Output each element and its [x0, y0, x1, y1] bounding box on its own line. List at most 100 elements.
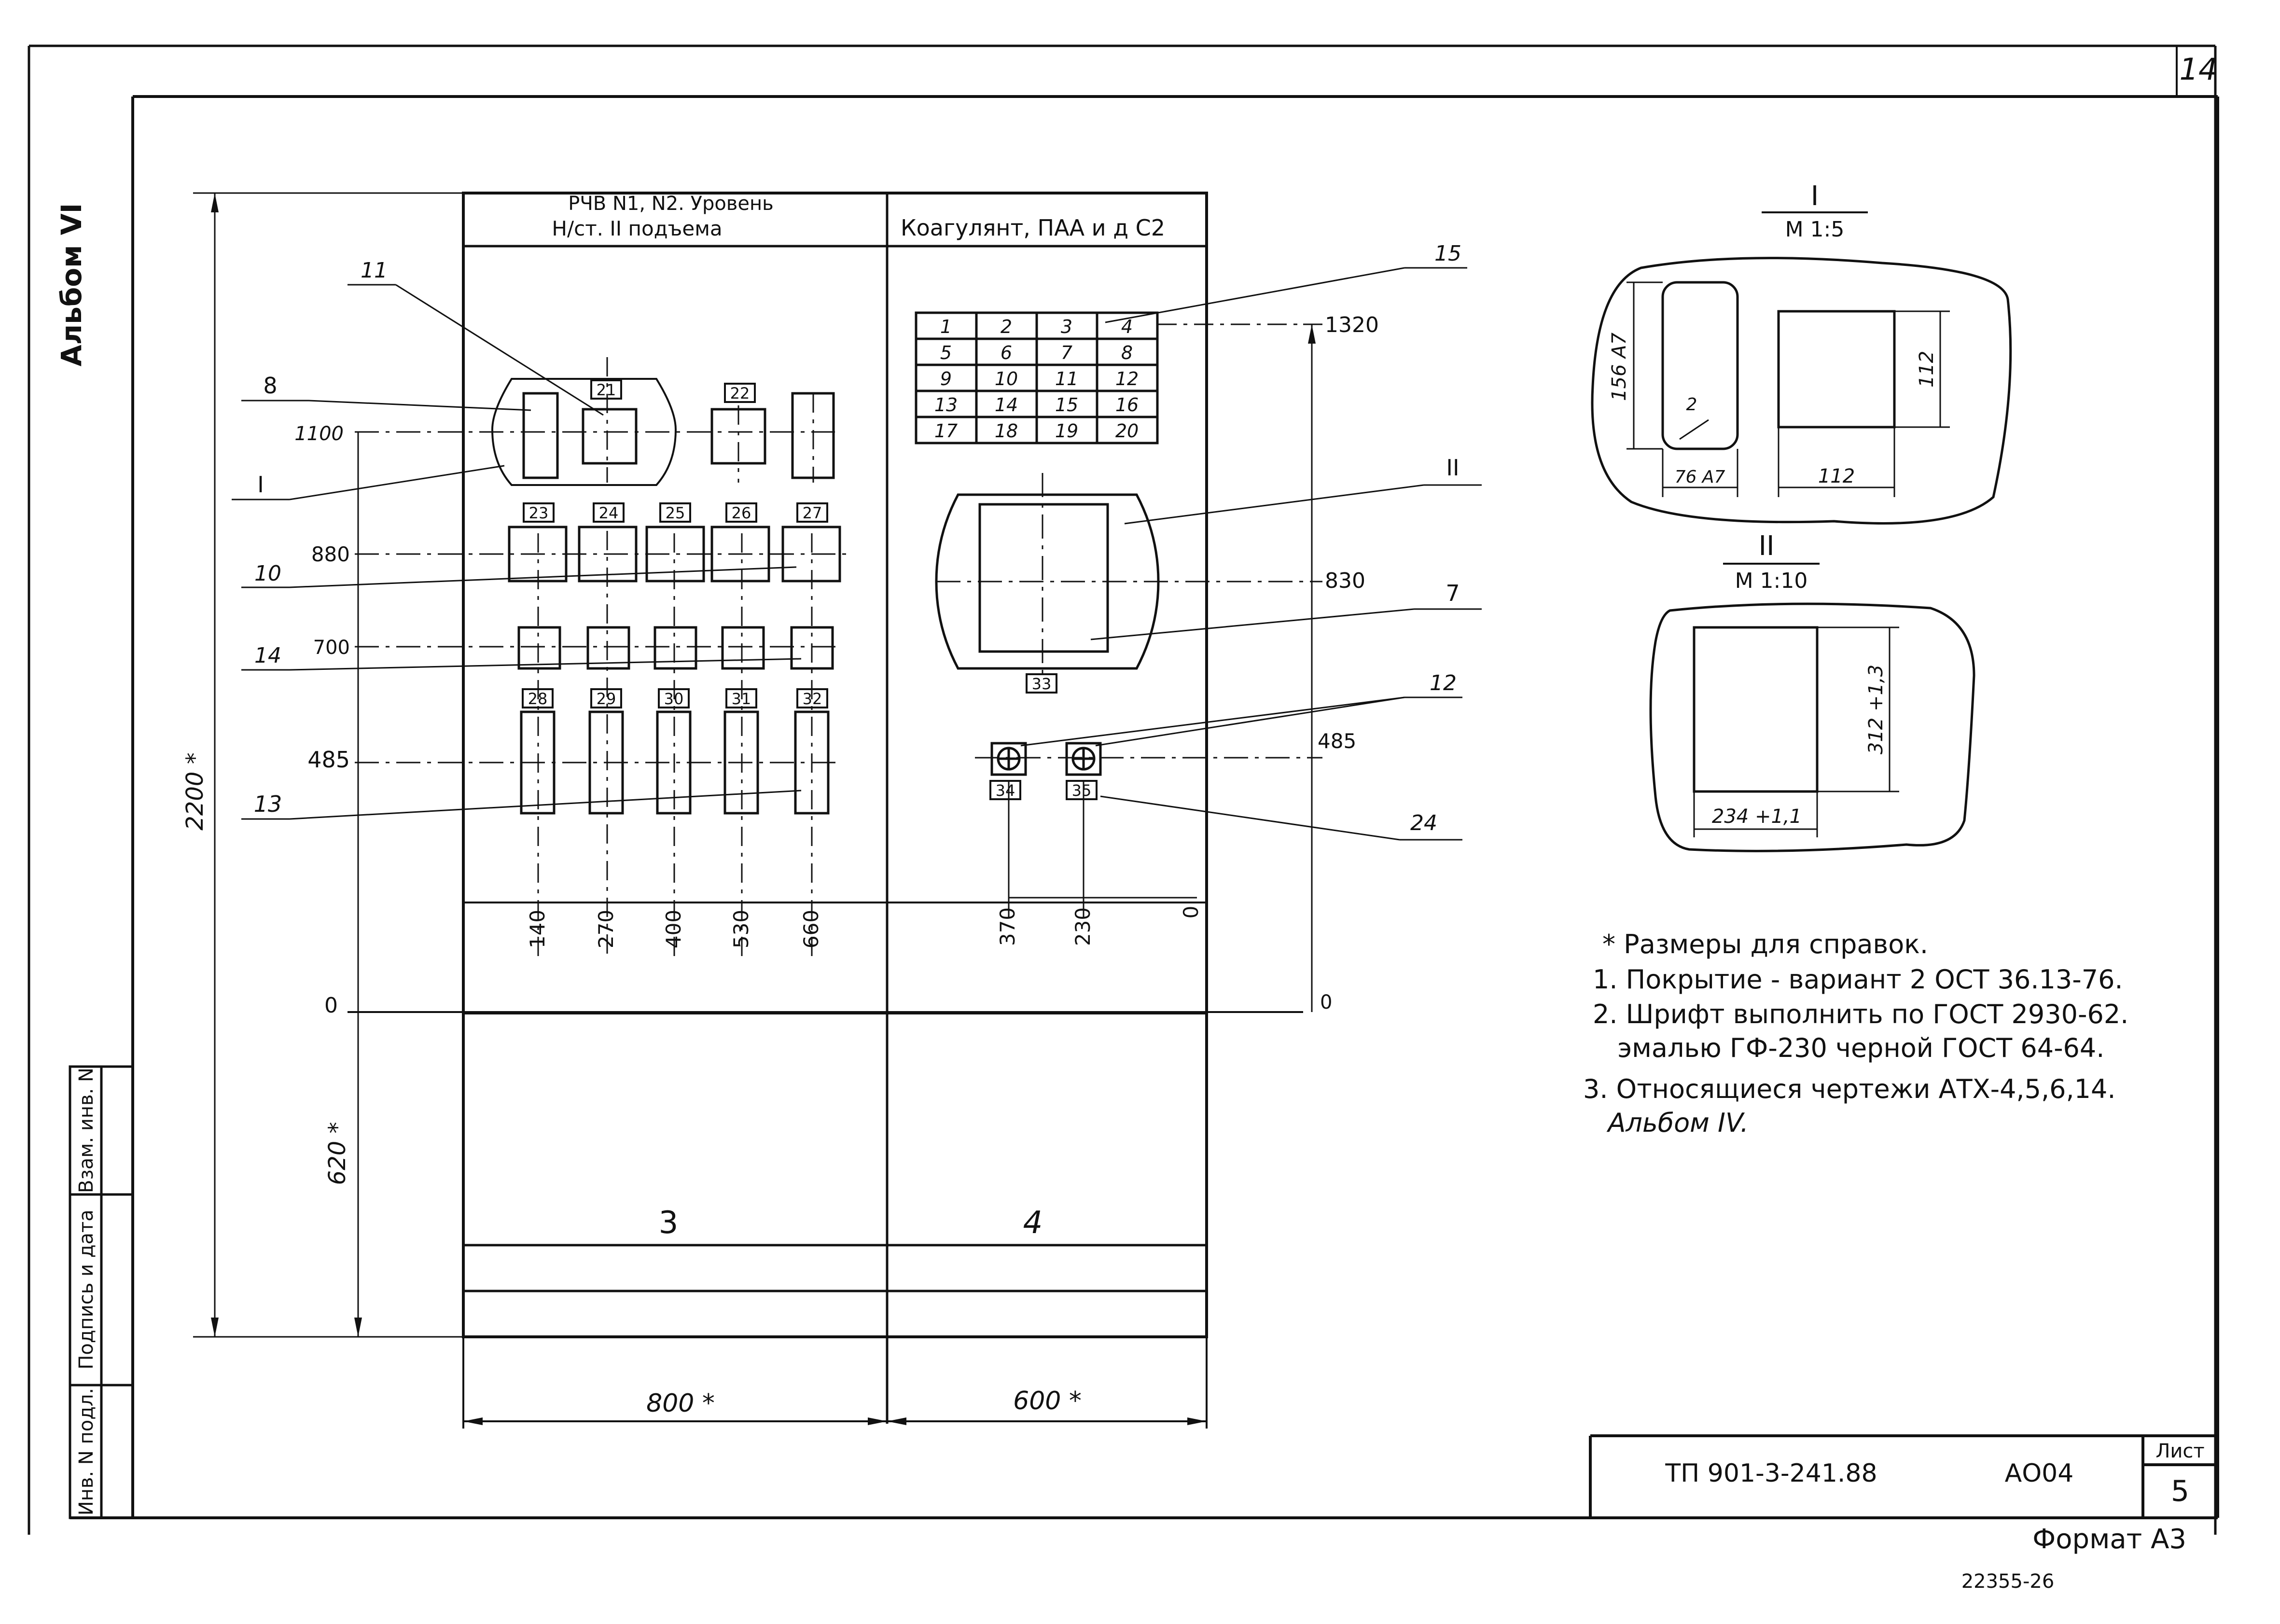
- bottom-label-4: 4: [1023, 1205, 1043, 1241]
- dim-485-left: 485: [307, 747, 350, 773]
- bottom-label-3: 3: [659, 1205, 679, 1241]
- detail-I-scale: М 1:5: [1785, 217, 1845, 242]
- x-dim-660: 660: [799, 910, 823, 948]
- x-dim-370: 370: [996, 907, 1019, 946]
- title-code: ТП 901-3-241.88: [1665, 1459, 1877, 1488]
- detail-I-width: 76 А7: [1675, 467, 1725, 487]
- grid-cell: 19: [1055, 420, 1078, 442]
- detail-I-cutout-right: [1777, 310, 1896, 429]
- dim-485-right: 485: [1318, 729, 1356, 753]
- side-table-replace: Взам. инв. N: [75, 1068, 97, 1193]
- tag-28: 28: [528, 690, 548, 708]
- grid-cell: 18: [995, 420, 1018, 442]
- dim-total-height: [193, 192, 463, 1338]
- tag-32: 32: [803, 690, 822, 708]
- callout-8: 8: [263, 373, 277, 399]
- side-table-inv: Инв. N подл.: [75, 1388, 97, 1515]
- signal-grid: [915, 311, 1159, 444]
- detail-II-title: II: [1758, 530, 1774, 562]
- detail-I-title: I: [1811, 180, 1819, 212]
- grid-cell: 6: [1001, 342, 1012, 363]
- width-600: 600 *: [1013, 1387, 1082, 1416]
- format-label: Формат А3: [2032, 1524, 2186, 1555]
- detail-I-outline: [1591, 257, 2012, 525]
- grid-cell: 5: [940, 342, 952, 363]
- tag-29: 29: [597, 690, 616, 708]
- round-indicators: [990, 742, 1102, 776]
- left-header-line2: Н/ст. II подъема: [552, 217, 722, 240]
- tag-23: 23: [529, 504, 549, 522]
- title-block: [1589, 1434, 2218, 1518]
- sheet-frame: [28, 44, 2219, 1535]
- grid-cell: 8: [1121, 342, 1133, 363]
- dim-0-right: 0: [1320, 991, 1332, 1013]
- row-485-elements: [520, 710, 830, 815]
- grid-cell: 20: [1115, 420, 1139, 442]
- detail-I-height: 156 А7: [1608, 333, 1630, 401]
- grid-cell: 14: [995, 394, 1018, 416]
- sheet-corner-number: 14: [2180, 52, 2218, 87]
- callout-7: 7: [1446, 580, 1460, 606]
- tag-boxes: [522, 379, 1098, 800]
- side-album-label: Альбом VI: [55, 203, 88, 366]
- detail-II-height: 312 +1,3: [1865, 665, 1887, 754]
- detail-II-scale: М 1:10: [1735, 569, 1808, 593]
- detail-II-outline: [1649, 602, 1975, 852]
- note-3: эмалью ГФ-230 черной ГОСТ 64-64.: [1593, 1033, 2104, 1063]
- dim-1320: 1320: [1325, 313, 1379, 337]
- grid-cell: 3: [1061, 316, 1072, 337]
- dim-700: 700: [313, 637, 350, 659]
- callout-15: 15: [1434, 241, 1461, 266]
- grid-cell: 17: [934, 420, 958, 442]
- detail-I-radius: 2: [1686, 395, 1697, 415]
- callout-leaders-left: [232, 284, 802, 820]
- dim-total-label: 2200 *: [181, 752, 209, 830]
- callout-10: 10: [254, 561, 281, 586]
- dim-0-left: 0: [324, 993, 338, 1018]
- footer-stamp: 22355-26: [1961, 1570, 2055, 1593]
- grid-cell: 11: [1055, 368, 1078, 389]
- tag-27: 27: [803, 504, 822, 522]
- tag-22: 22: [730, 384, 750, 403]
- callout-leaders-right: [1020, 267, 1482, 841]
- tag-33: 33: [1032, 675, 1052, 693]
- tag-35: 35: [1072, 781, 1092, 800]
- x-dim-400: 400: [662, 910, 685, 948]
- note-4: 3. Относящиеся чертежи АТХ-4,5,6,14.: [1583, 1074, 2116, 1104]
- tag-34: 34: [996, 781, 1015, 800]
- callout-12: 12: [1430, 671, 1457, 695]
- level-lines-right: [936, 323, 1322, 1012]
- callout-13: 13: [254, 791, 282, 817]
- tag-24: 24: [599, 504, 619, 522]
- tag-31: 31: [732, 690, 751, 708]
- note-2: 2. Шрифт выполнить по ГОСТ 2930-62.: [1593, 999, 2128, 1029]
- callout-II: II: [1446, 455, 1459, 481]
- tag-21: 21: [597, 381, 616, 399]
- x-dim-140: 140: [526, 910, 549, 948]
- side-table-signature: Подпись и дата: [75, 1209, 97, 1369]
- left-header-line1: РЧВ N1, N2. Уровень: [568, 193, 773, 215]
- dim-880: 880: [311, 542, 350, 566]
- x-dim-lines-left: [463, 357, 830, 960]
- callout-11: 11: [361, 258, 388, 283]
- x-dim-530: 530: [729, 910, 753, 948]
- dim-1100: 1100: [294, 423, 344, 445]
- callout-14: 14: [254, 643, 281, 668]
- tag-30: 30: [664, 690, 684, 708]
- detail-I-sq-height: 112: [1916, 351, 1938, 388]
- row-700-elements: [517, 626, 834, 670]
- title-sheet-label: Лист: [2155, 1440, 2204, 1462]
- title-mark: АО04: [2005, 1459, 2074, 1488]
- row-1100-elements: [522, 392, 835, 479]
- detail-I-cutout-left: [1661, 281, 1739, 450]
- dim-width-line: [463, 1417, 1207, 1425]
- detail-I-dims: [1627, 281, 1950, 497]
- x-dim-0: 0: [1179, 906, 1203, 919]
- grid-cell: 1: [940, 316, 952, 337]
- x-dim-230: 230: [1071, 907, 1095, 946]
- tag-25: 25: [666, 504, 685, 522]
- detail-I-sq-width: 112: [1818, 465, 1855, 487]
- grid-cell: 9: [940, 368, 952, 389]
- side-stamp-table: [69, 1065, 134, 1519]
